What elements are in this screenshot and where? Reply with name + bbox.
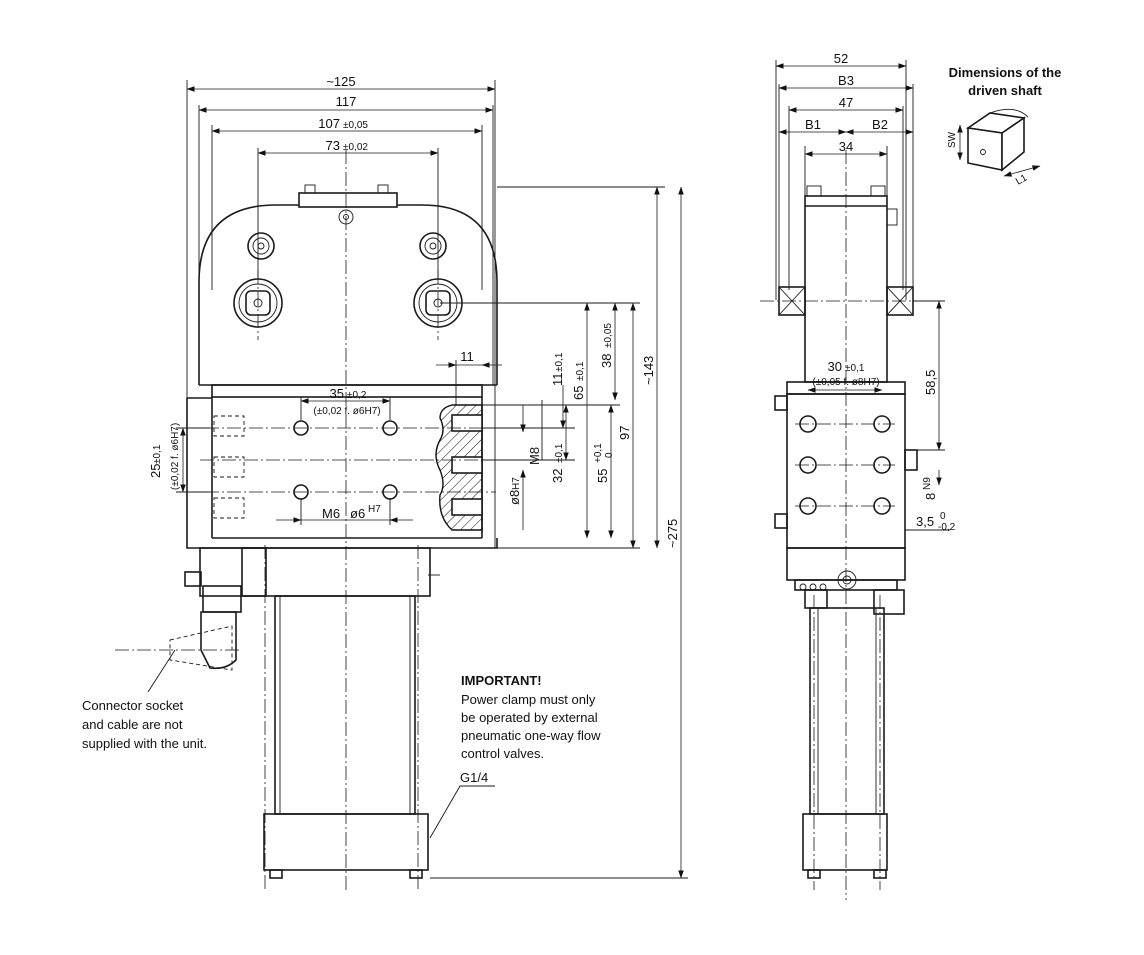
dim-b1: B1: [805, 117, 821, 132]
connector-note: Connector socket and cable are not suppl…: [82, 649, 207, 751]
dim-73-tol: ±0,02: [343, 142, 368, 153]
bore-upper-left: [247, 232, 275, 260]
dim-30: 30: [828, 359, 842, 374]
dim-m6: M6: [322, 506, 340, 521]
dim-3-5-tol-low: -0,2: [938, 522, 956, 533]
front-view: [115, 150, 498, 890]
dim-25: 25: [148, 464, 163, 478]
dim-58-5: 58,5: [923, 370, 938, 395]
dim-b3: B3: [838, 73, 854, 88]
side-dimensions: 52 B3 47 B1 B2 34 30 ±0,1 (±0,05 f. ø8H7…: [775, 51, 956, 533]
dim-55: 55: [595, 469, 610, 483]
important-title: IMPORTANT!: [461, 673, 542, 688]
dim-55-tol-low: 0: [604, 452, 615, 458]
dim-65: 65: [571, 386, 586, 400]
dim-38-tol: ±0,05: [603, 323, 614, 348]
dim-143: ~143: [641, 356, 656, 385]
dim-25-tol: ±0,1: [152, 444, 163, 464]
dim-30-tol: ±0,1: [845, 363, 865, 374]
dim-11: 11: [460, 349, 474, 364]
dim-125: ~125: [326, 74, 355, 89]
dim-35-note: (±0,02 f. ø6H7): [313, 406, 380, 417]
dim-b2: B2: [872, 117, 888, 132]
dim-35-tol: ±0,2: [347, 390, 367, 401]
dim-30-note: (±0,05 f. ø8H7): [812, 377, 879, 388]
dim-52: 52: [834, 51, 848, 66]
dim-3-5: 3,5: [916, 514, 934, 529]
dim-38: 38: [599, 354, 614, 368]
side-view: [760, 150, 940, 900]
dim-107-tol: ±0,05: [343, 120, 368, 131]
dim-32-tol: ±0,1: [554, 443, 565, 463]
shaft-title-line1: Dimensions of the: [949, 65, 1062, 80]
dim-117: 117: [336, 94, 357, 109]
connector-note-line1: Connector socket: [82, 698, 184, 713]
dim-25-note: (±0,02 f. ø6H7): [170, 423, 181, 490]
dim-d6: ø6: [350, 506, 365, 521]
dim-11v: 11: [550, 373, 565, 387]
dim-34: 34: [839, 139, 853, 154]
dim-3-5-tol-up: 0: [940, 511, 946, 522]
shaft-3d-icon: [965, 108, 1029, 172]
dim-m8: M8: [527, 447, 542, 465]
dim-47: 47: [839, 95, 853, 110]
important-line1: Power clamp must only: [461, 692, 596, 707]
dim-8n9: 8: [923, 493, 938, 500]
dim-97: 97: [617, 426, 632, 440]
dim-73: 73: [326, 138, 340, 153]
front-dimensions: ~125 117 107 ±0,05 73 ±0,02 11 35 ±0,2 (…: [148, 74, 688, 879]
dim-d6-fit: H7: [368, 504, 381, 515]
dim-35: 35: [330, 386, 344, 401]
important-line4: control valves.: [461, 746, 544, 761]
dim-d8-fit: H7: [511, 477, 522, 490]
dim-65-tol: ±0,1: [575, 361, 586, 381]
shaft-l1-label: L1: [1014, 172, 1030, 187]
bore-upper-right: [419, 232, 447, 260]
dim-55-tol-up: +0,1: [593, 443, 604, 463]
dim-11v-tol: ±0,1: [554, 352, 565, 372]
dim-32: 32: [550, 469, 565, 483]
dim-275: ~275: [665, 519, 680, 548]
shaft-title-line2: driven shaft: [968, 83, 1042, 98]
dim-d8: ø8: [507, 490, 522, 505]
connector-note-line3: supplied with the unit.: [82, 736, 207, 751]
shaft-sw-label: SW: [947, 131, 958, 148]
driven-shaft-detail: Dimensions of the driven shaft SW L1: [947, 65, 1061, 188]
port-label: G1/4: [460, 770, 488, 785]
dim-8n9-fit: N9: [922, 477, 933, 490]
important-line3: pneumatic one-way flow: [461, 728, 601, 743]
dim-107: 107: [318, 116, 340, 131]
important-line2: be operated by external: [461, 710, 598, 725]
connector-note-line2: and cable are not: [82, 717, 183, 732]
important-note: IMPORTANT! Power clamp must only be oper…: [429, 673, 601, 839]
connector-plug-icon: [115, 611, 240, 671]
